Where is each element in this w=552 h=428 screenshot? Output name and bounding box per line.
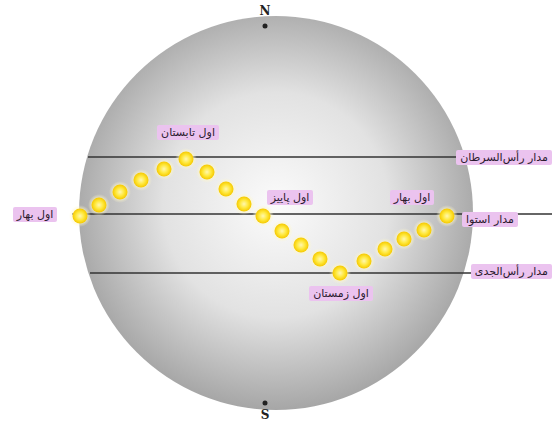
- sun-glow: [252, 205, 274, 227]
- sun-dot: [252, 205, 274, 227]
- sun-dot: [215, 178, 237, 200]
- pole-dot: [263, 24, 268, 29]
- sun-glow: [130, 169, 152, 191]
- sun-dot: [309, 248, 331, 270]
- sun-dot: [436, 205, 458, 227]
- sun-path: [69, 148, 458, 284]
- sun-disc: [200, 165, 215, 180]
- sun-dot: [69, 205, 91, 227]
- sun-glow: [374, 238, 396, 260]
- sun-glow: [271, 220, 293, 242]
- earth-globe: [79, 16, 473, 410]
- season-label: اول بهار: [390, 190, 435, 205]
- sun-glow: [88, 194, 110, 216]
- sun-disc: [333, 266, 348, 281]
- season-label: اول بهار: [13, 207, 58, 222]
- sun-disc: [294, 238, 309, 253]
- sun-glow: [353, 250, 375, 272]
- sun-dot: [130, 169, 152, 191]
- sun-glow: [109, 181, 131, 203]
- sun-disc: [113, 185, 128, 200]
- sun-glow: [153, 158, 175, 180]
- season-label: اول تابستان: [157, 125, 219, 140]
- sun-dot: [329, 262, 351, 284]
- sun-dot: [413, 219, 435, 241]
- season-label: اول زمستان: [309, 286, 373, 301]
- season-label: اول پاییز: [267, 190, 314, 205]
- sun-dot: [196, 161, 218, 183]
- sun-glow: [175, 148, 197, 170]
- sun-disc: [92, 198, 107, 213]
- sun-disc: [440, 209, 455, 224]
- sun-dot: [393, 228, 415, 250]
- tropic-label: مدار رأس‌الجدی: [471, 264, 552, 279]
- sun-dot: [271, 220, 293, 242]
- tropic-label: مدار رأس‌السرطان: [456, 150, 552, 165]
- sun-dot: [88, 194, 110, 216]
- sun-disc: [179, 152, 194, 167]
- pole-label: S: [261, 408, 270, 423]
- pole-label: N: [260, 4, 271, 19]
- sun-dot: [233, 193, 255, 215]
- sun-dot: [290, 234, 312, 256]
- sun-glow: [393, 228, 415, 250]
- sun-disc: [275, 224, 290, 239]
- sun-disc: [134, 173, 149, 188]
- sun-glow: [196, 161, 218, 183]
- equator-label: مدار استوا: [462, 212, 518, 227]
- sun-disc: [378, 242, 393, 257]
- sun-glow: [329, 262, 351, 284]
- sun-glow: [233, 193, 255, 215]
- sun-glow: [413, 219, 435, 241]
- sun-disc: [397, 232, 412, 247]
- sun-disc: [219, 182, 234, 197]
- sun-disc: [357, 254, 372, 269]
- sun-glow: [215, 178, 237, 200]
- sun-dot: [353, 250, 375, 272]
- sun-glow: [69, 205, 91, 227]
- sun-dot: [109, 181, 131, 203]
- sun-glow: [436, 205, 458, 227]
- sun-disc: [256, 209, 271, 224]
- sun-dot: [153, 158, 175, 180]
- sun-dot: [175, 148, 197, 170]
- sun-glow: [290, 234, 312, 256]
- sun-disc: [237, 197, 252, 212]
- sun-disc: [73, 209, 88, 224]
- sun-disc: [313, 252, 328, 267]
- sun-glow: [309, 248, 331, 270]
- sun-disc: [157, 162, 172, 177]
- sun-dot: [374, 238, 396, 260]
- sun-disc: [417, 223, 432, 238]
- pole-dot: [263, 401, 268, 406]
